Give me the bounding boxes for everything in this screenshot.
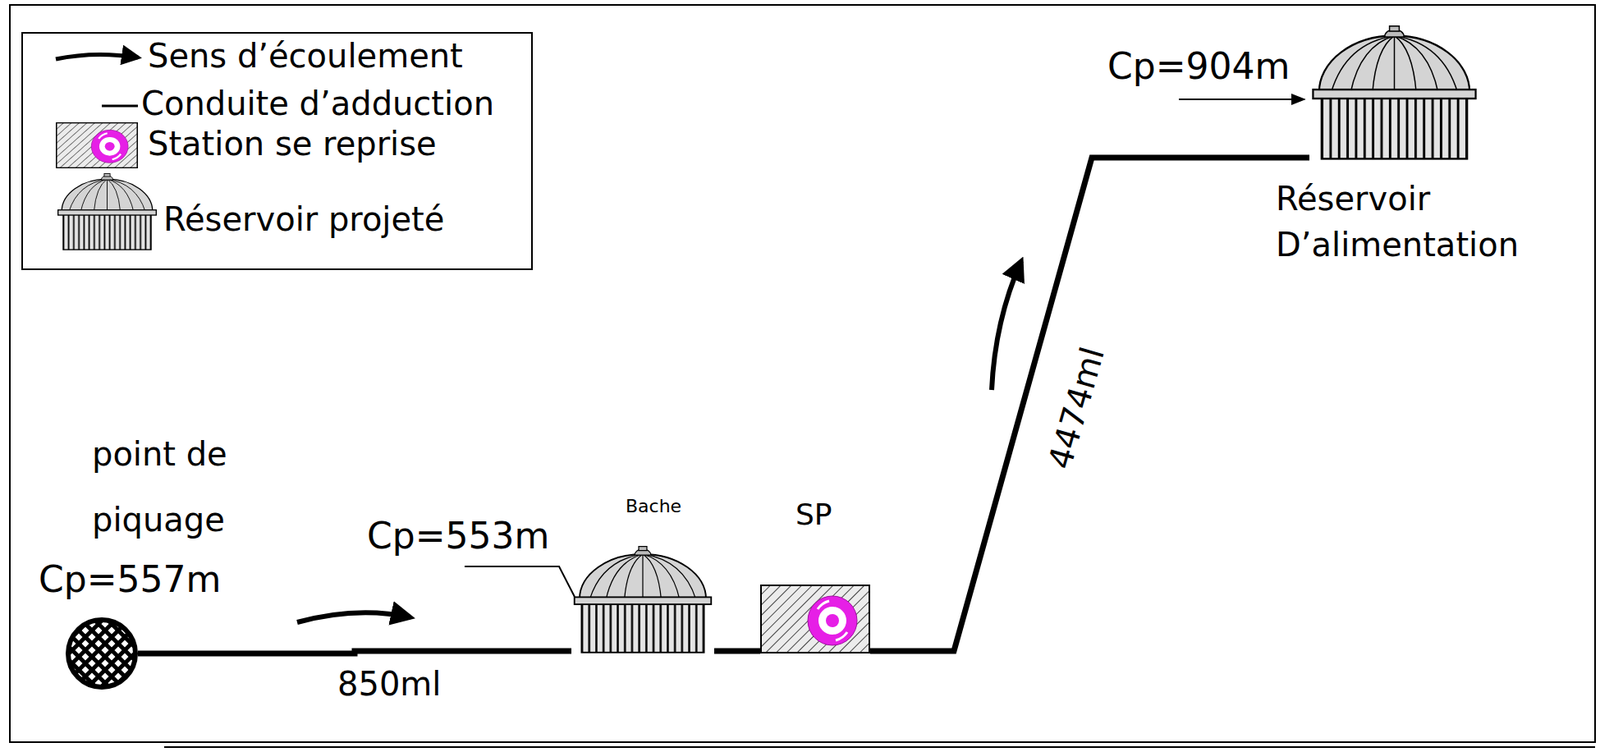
mesh-shape [65, 617, 138, 690]
pump-symbol [761, 585, 870, 653]
pumping-station: SP [760, 584, 871, 654]
legend-text: Réservoir projeté [163, 201, 445, 238]
legend-text: Station se reprise [147, 125, 437, 162]
junction-point: point de piquageCp=557m [65, 617, 138, 690]
tank-symbol [1312, 26, 1476, 160]
node-heading: Réservoir D’alimentation [1275, 175, 1592, 268]
pipe-line [137, 651, 572, 654]
legend-text: Sens d’écoulement [147, 37, 464, 74]
leader-line [464, 566, 575, 597]
legend-text: Conduite d’adduction [141, 85, 495, 122]
leader-arrow [1178, 98, 1305, 101]
legend-pump-sample [56, 123, 138, 169]
elevation-label: Cp=553m [366, 514, 550, 557]
node-heading: SP [795, 497, 833, 532]
tank-symbol [574, 546, 712, 653]
frame-edge [164, 746, 1596, 748]
dome-shape [1309, 25, 1480, 161]
legend-pipe-sample [101, 105, 138, 108]
node-heading: Bache [625, 495, 682, 518]
pump-shape [760, 584, 871, 654]
junction-symbol [68, 619, 136, 688]
dome-shape [571, 545, 715, 654]
frame [9, 4, 1596, 743]
flow-arrow [297, 612, 411, 623]
storage-tank: BacheCp=553m [571, 545, 715, 654]
legend-tank-sample [58, 173, 157, 250]
pipe-line [714, 648, 761, 655]
elevation-label: Cp=557m [38, 558, 221, 601]
legend: Sens d’écoulementConduite d’adductionSta… [22, 32, 532, 270]
legend-box [22, 32, 532, 270]
legend-flow-arrow [55, 54, 138, 60]
storage-tank: Cp=904mRéservoir D’alimentation [1309, 25, 1480, 161]
pipe-line [870, 157, 1310, 652]
length-label: 4474ml [1040, 340, 1113, 477]
length-label: 850ml [334, 664, 444, 703]
node-heading: point de piquage [91, 421, 298, 553]
flow-arrow [991, 261, 1022, 390]
elevation-label: Cp=904m [1107, 45, 1290, 88]
